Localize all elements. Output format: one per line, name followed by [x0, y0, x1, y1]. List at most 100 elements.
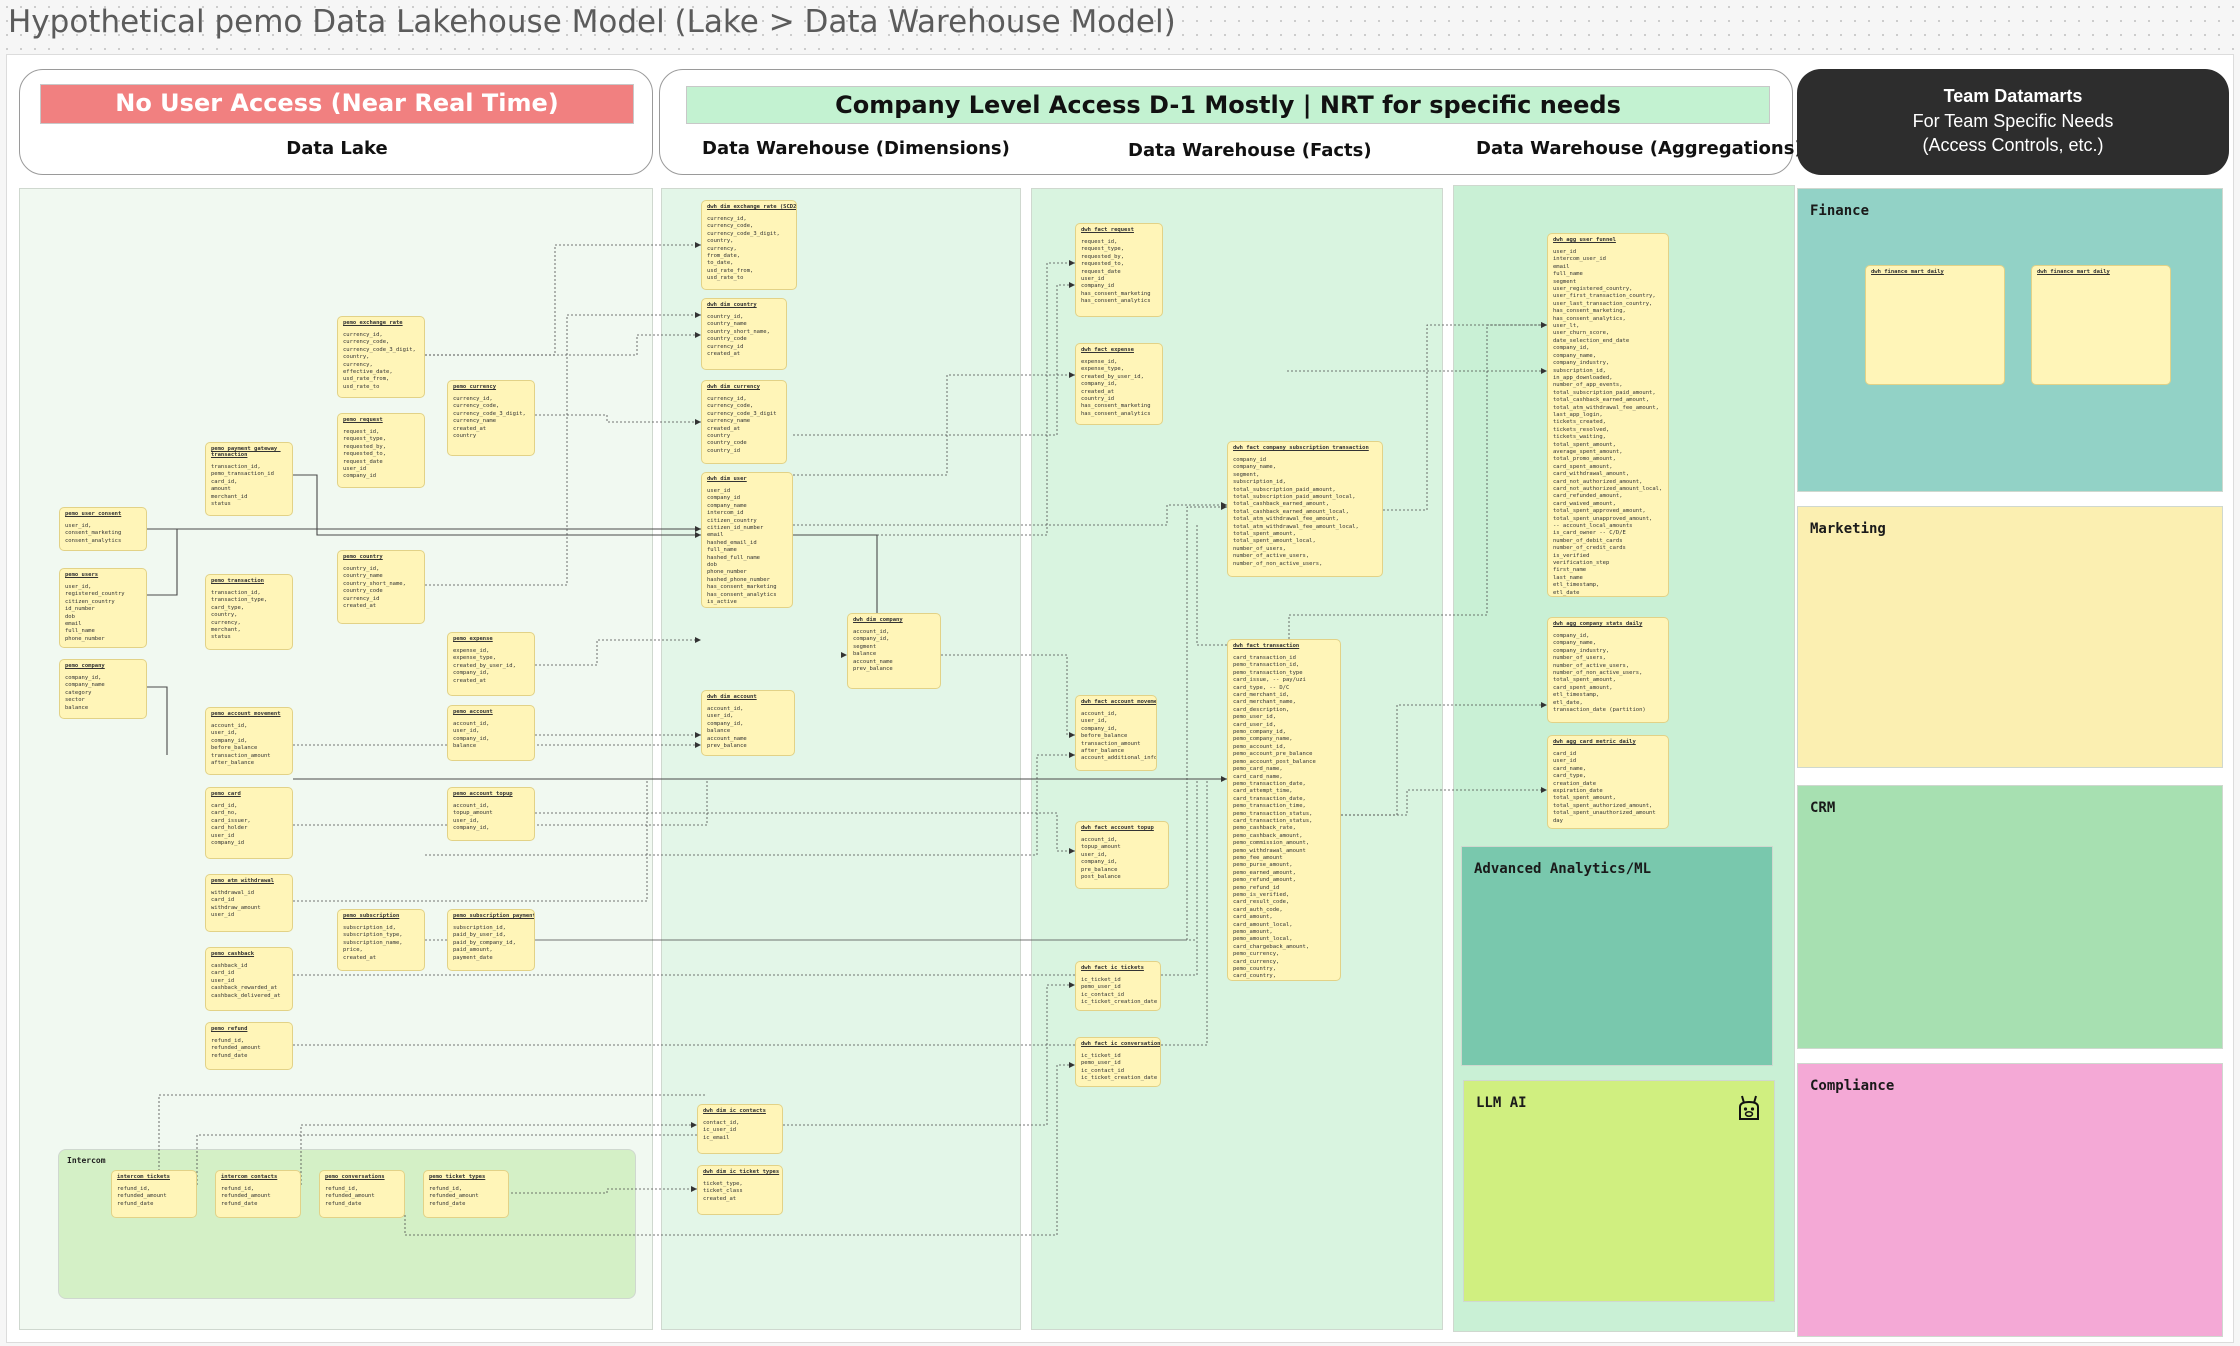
- table-card-field: currency_code,: [707, 403, 754, 410]
- table-card-field: is_active: [707, 599, 737, 606]
- table-card-title: pemo_subscription: [343, 913, 400, 919]
- table-card-field: hashed_email_id: [707, 539, 757, 546]
- table-card-dwh-finance-mart-daily[interactable]: dwh_finance_mart_daily: [1865, 265, 2005, 385]
- table-card-field: currency_id,: [343, 332, 383, 338]
- llama-icon: [1739, 1095, 1759, 1120]
- table-card-field: in_app_downloaded,: [1553, 374, 1613, 381]
- table-card-field: has_consent_marketing: [707, 584, 777, 591]
- table-card-field: currency_code,: [453, 403, 500, 410]
- table-card-field: pemo_card_name,: [1233, 766, 1283, 773]
- table-card-field: company_id: [211, 840, 245, 847]
- table-card-field: subscription_id,: [1553, 367, 1606, 374]
- table-card-field: user_registered_country,: [1553, 286, 1633, 293]
- table-card-field: pemo_transaction_status,: [1233, 810, 1313, 817]
- table-card-field: currency,: [707, 245, 737, 252]
- table-card-field: pemo_refund_amount,: [1233, 877, 1296, 884]
- table-card-field: refund_date: [211, 1052, 248, 1059]
- table-card-field: refund_date: [325, 1200, 362, 1207]
- warehouse-access-banner: Company Level Access D-1 Mostly | NRT fo…: [686, 86, 1770, 124]
- table-card-field: user_lt,: [1553, 323, 1580, 330]
- table-card-title: dwh_dim_user: [707, 476, 747, 482]
- table-card-dwh-finance-mart-daily[interactable]: dwh_finance_mart_daily: [2031, 265, 2171, 385]
- table-card-title: pemo_country: [343, 554, 383, 560]
- table-card-title: dwh_fact_request: [1081, 227, 1134, 233]
- table-card-field: card_transaction_status,: [1233, 817, 1313, 824]
- table-card-title: dwh_fact_ic_tickets: [1081, 965, 1144, 971]
- table-card-field: has_consent_marketing: [1081, 290, 1151, 297]
- table-card-field: pemo_withdrawal_amount: [1233, 847, 1306, 854]
- table-card-field: tickets_created,: [1553, 419, 1606, 426]
- table-card-field: user_id: [707, 488, 731, 494]
- table-card-field: user_id: [1553, 758, 1577, 765]
- table-card-field: total_subscription_paid_amount,: [1553, 389, 1656, 396]
- table-card-field: email: [65, 621, 82, 628]
- table-card-field: card_country,: [1233, 973, 1277, 980]
- table-card-dwh-fact-company-subscription-transaction[interactable]: dwh_fact_company_subscription_transactio…: [1227, 441, 1383, 577]
- table-card-field: pemo_purse_amount,: [1233, 862, 1293, 869]
- advanced-analytics-label: Advanced Analytics/ML: [1474, 861, 1652, 877]
- table-card-field: card_type,: [211, 604, 245, 611]
- table-card-field: user_id,: [707, 713, 734, 720]
- llm-ai-label: LLM AI: [1476, 1095, 1527, 1111]
- table-card-title: dwh_fact_company_subscription_transactio…: [1233, 445, 1369, 451]
- table-card-dwh-dim-exchange-rate-scd2[interactable]: dwh_dim_exchange_rate (SCD2)currency_id,…: [701, 200, 797, 290]
- table-card-field: refunded_amount: [325, 1193, 375, 1200]
- table-card-field: total_atm_withdrawal_fee_amount_local,: [1233, 523, 1359, 530]
- table-card-field: company_id,: [853, 636, 890, 643]
- datamarts-header: Team Datamarts For Team Specific Needs (…: [1797, 69, 2229, 175]
- table-card-title: dwh_dim_country: [707, 302, 757, 308]
- table-card-field: pemo_amount_local,: [1233, 936, 1293, 943]
- facts-column-label: Data Warehouse (Facts): [1128, 140, 1372, 161]
- table-card-field: created_by_user_id,: [1081, 373, 1144, 380]
- table-card-field: etl_timestamp,: [1553, 582, 1600, 589]
- table-card-field: card_id: [211, 897, 235, 904]
- table-card-field: country_id: [1081, 396, 1115, 403]
- table-card-field: requested_by,: [1081, 253, 1125, 260]
- table-card-field: price,: [343, 947, 363, 954]
- table-card-field: card_id: [1553, 751, 1577, 757]
- table-card-field: card_name,: [1553, 765, 1587, 772]
- table-card-title: dwh_dim_currency: [707, 384, 760, 390]
- table-card-title: dwh_fact_account_topup: [1081, 825, 1154, 831]
